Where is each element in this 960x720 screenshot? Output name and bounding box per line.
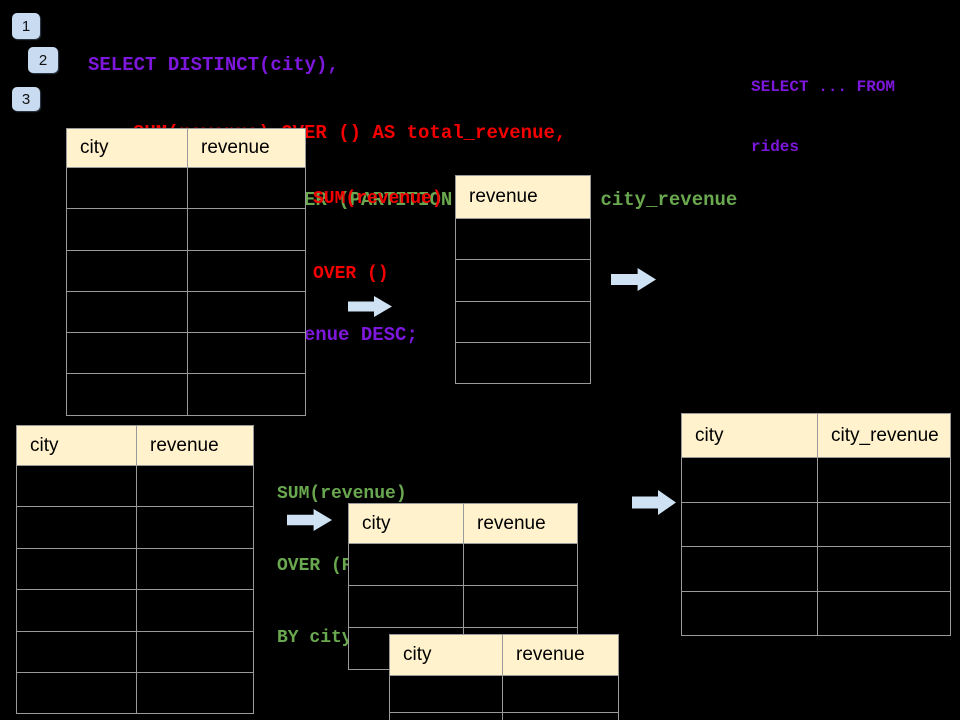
step-3-badge: 3	[12, 87, 40, 111]
table-cell	[817, 501, 951, 547]
table-cell	[136, 589, 254, 632]
city-revenue-table: city city_revenue	[681, 413, 951, 636]
table-cell	[16, 464, 137, 508]
table-cell	[455, 217, 591, 261]
table-cell	[66, 290, 188, 334]
column-header-city: city	[389, 634, 503, 676]
table-cell	[66, 249, 188, 292]
column-header-city: city	[16, 425, 137, 466]
column-header-revenue: revenue	[502, 634, 619, 676]
column-header-revenue: revenue	[455, 175, 591, 219]
side-note-line-1: SELECT ... FROM	[751, 78, 896, 96]
note-sum-over-all-line-1: SUM(revenue)	[313, 189, 443, 209]
table-cell	[16, 506, 137, 549]
table-cell	[187, 249, 306, 292]
table-cell	[463, 543, 578, 586]
note-sum-over-all-line-2: OVER ()	[313, 264, 389, 284]
sql-line-select: SELECT DISTINCT(city),	[88, 54, 339, 76]
table-cell	[389, 712, 503, 720]
table-cell	[136, 506, 254, 549]
table-cell	[66, 208, 188, 251]
step-1-label: 1	[21, 17, 31, 35]
note-sum-over-all: SUM(revenue) OVER ()	[313, 137, 443, 337]
table-cell	[389, 675, 503, 713]
table-cell	[502, 675, 619, 713]
note-sum-partition-line-1: SUM(revenue)	[277, 484, 407, 504]
table-cell	[455, 259, 591, 302]
table-cell	[16, 547, 137, 591]
table-cell	[66, 166, 188, 210]
table-cell	[455, 341, 591, 385]
table-cell	[16, 630, 137, 673]
table-cell	[136, 547, 254, 591]
source-table-bottom: city revenue	[16, 425, 254, 715]
step-3-label: 3	[21, 90, 31, 108]
table-cell	[66, 373, 188, 416]
table-cell	[681, 546, 818, 592]
table-cell	[187, 332, 306, 375]
column-header-city: city	[66, 128, 188, 168]
table-cell	[681, 457, 818, 503]
table-cell	[463, 585, 578, 628]
step-1-badge: 1	[12, 13, 40, 39]
table-cell	[817, 590, 951, 636]
column-header-city-revenue: city_revenue	[817, 413, 951, 458]
column-header-city: city	[348, 503, 464, 544]
table-cell	[16, 671, 137, 715]
right-arrow-icon	[611, 268, 656, 291]
source-table-top: city revenue	[66, 128, 306, 416]
right-arrow-icon	[348, 296, 392, 317]
table-cell	[681, 501, 818, 547]
table-cell	[136, 630, 254, 673]
table-cell	[455, 300, 591, 343]
partition-overlay-table: city revenue	[389, 634, 619, 720]
table-cell	[187, 373, 306, 416]
side-note-select-from-rides: SELECT ... FROM rides	[751, 37, 895, 197]
table-cell	[187, 166, 306, 210]
column-header-revenue: revenue	[463, 503, 578, 544]
step-2-label: 2	[38, 51, 48, 69]
table-cell	[136, 464, 254, 508]
table-cell	[817, 457, 951, 503]
column-header-revenue: revenue	[187, 128, 306, 168]
right-arrow-icon	[632, 490, 676, 515]
right-arrow-icon	[287, 509, 332, 531]
step-2-badge: 2	[28, 47, 58, 73]
table-cell	[502, 712, 619, 720]
column-header-revenue: revenue	[136, 425, 254, 466]
total-revenue-table: revenue	[455, 175, 591, 385]
table-cell	[66, 332, 188, 375]
table-cell	[187, 208, 306, 251]
table-cell	[136, 671, 254, 715]
table-cell	[187, 290, 306, 334]
table-cell	[817, 546, 951, 592]
table-cell	[348, 585, 464, 628]
table-cell	[681, 590, 818, 636]
table-cell	[348, 543, 464, 586]
column-header-city: city	[681, 413, 818, 458]
table-cell	[16, 589, 137, 632]
side-note-line-2: rides	[751, 138, 800, 156]
